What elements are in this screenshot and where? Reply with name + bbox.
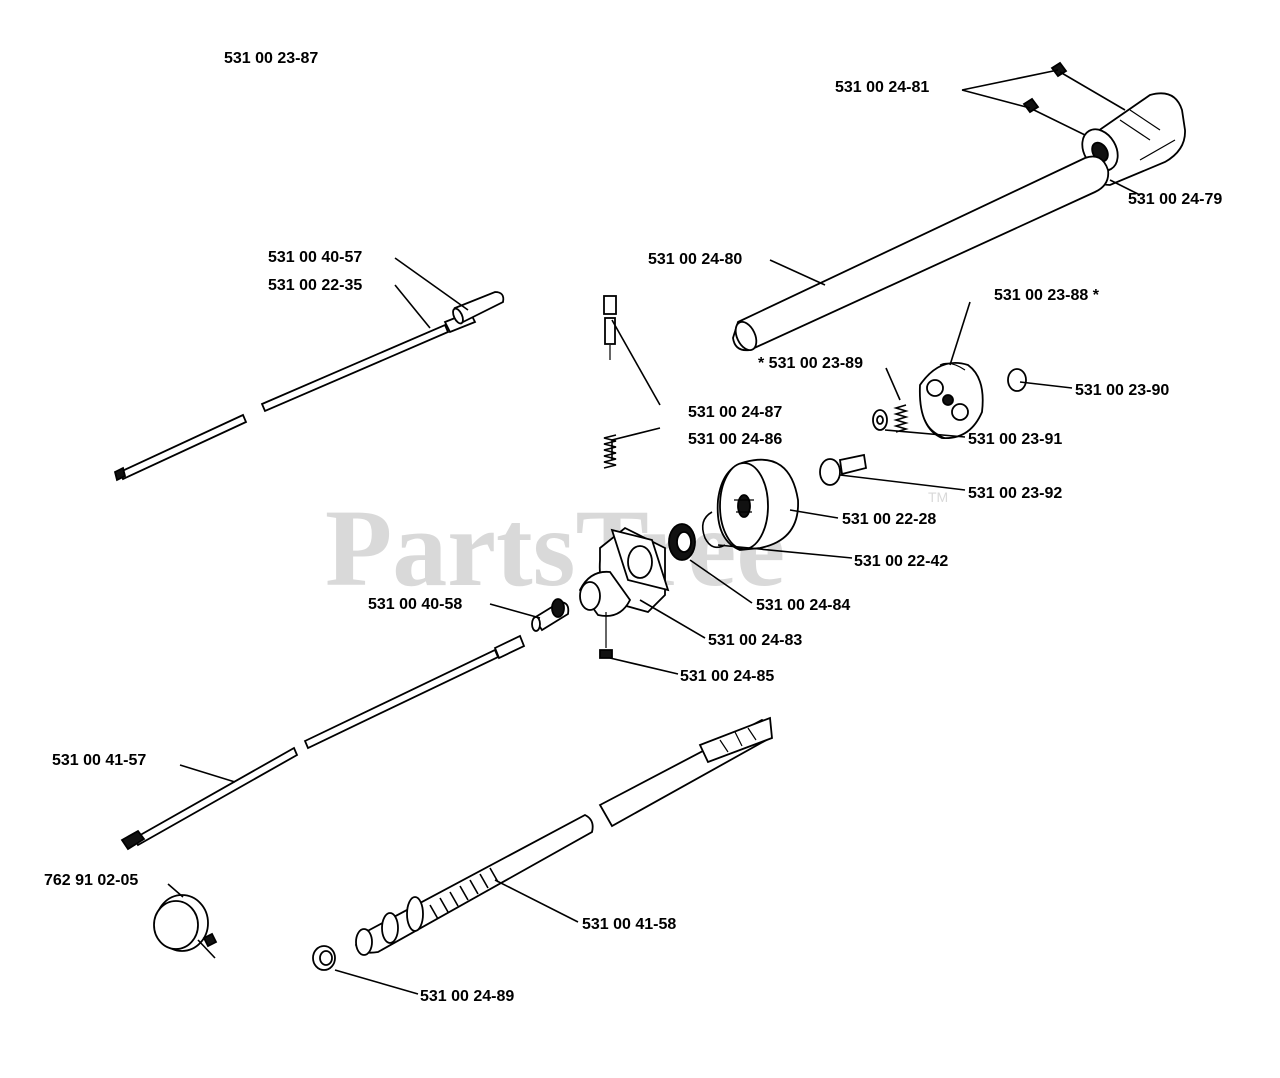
callout-label: 531 00 24-83: [708, 632, 802, 649]
callout-label: 531 00 41-58: [582, 916, 676, 933]
screw-part: [1022, 61, 1126, 136]
callout-label: 531 00 24-81: [835, 79, 929, 96]
clutch-shoe-part: [918, 361, 984, 439]
hose-clamp-part: [153, 894, 218, 959]
clutch-spring-part: [893, 404, 909, 433]
callout-label: 531 00 23-88 *: [994, 287, 1100, 304]
tube-part: [732, 155, 1110, 352]
shaft-tube-part: [355, 716, 773, 956]
callout-label: 531 00 23-91: [968, 431, 1062, 448]
callout-label: 531 00 24-85: [680, 668, 774, 685]
callout-label: 531 00 23-90: [1075, 382, 1169, 399]
callout-label: 531 00 23-92: [968, 485, 1062, 502]
watermark-text: PartsTree: [325, 487, 785, 609]
callout-label: 531 00 24-87: [688, 404, 782, 421]
drive-shaft-lower-part: [120, 634, 526, 851]
callout-label: 531 00 24-80: [648, 251, 742, 268]
circlip-part: [701, 511, 726, 549]
callout-label: * 531 00 23-89: [758, 355, 863, 372]
bushing-part: [531, 598, 570, 632]
shoulder-screw-part: [819, 453, 868, 486]
spring-part: [603, 434, 617, 469]
leader-lines: [167, 69, 1141, 995]
sleeve-part: [452, 291, 505, 325]
callout-label: 762 91 02-05: [44, 872, 138, 889]
callout-label: 531 00 24-86: [688, 431, 782, 448]
drive-shaft-upper-part: [113, 310, 477, 482]
washer-part: [872, 368, 1027, 431]
callout-label: 531 00 23-87: [224, 50, 318, 67]
callout-label: 531 00 24-84: [756, 597, 850, 614]
watermark-trademark: TM: [928, 489, 948, 505]
callout-label: 531 00 40-58: [368, 596, 462, 613]
callout-label: 531 00 41-57: [52, 752, 146, 769]
callout-label: 531 00 40-57: [268, 249, 362, 266]
seal-ring-part: [312, 945, 336, 971]
callout-label: 531 00 22-42: [854, 553, 948, 570]
callout-label: 531 00 24-79: [1128, 191, 1222, 208]
gear-housing-part: [578, 526, 670, 659]
bearing-part: [668, 523, 696, 561]
callout-label: 531 00 24-89: [420, 988, 514, 1005]
clutch-drum-part: [716, 458, 799, 551]
callout-label: 531 00 22-28: [842, 511, 936, 528]
callout-label: 531 00 22-35: [268, 277, 362, 294]
pin-part: [603, 295, 617, 360]
